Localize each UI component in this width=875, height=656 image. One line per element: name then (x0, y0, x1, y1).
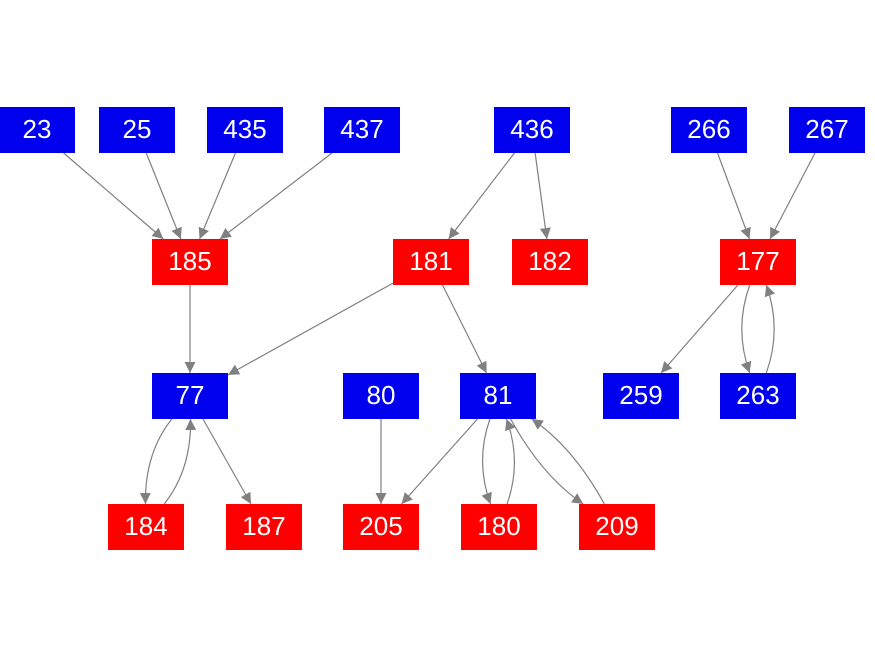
node-181: 181 (393, 239, 469, 285)
node-box-267 (789, 107, 865, 153)
node-box-436 (494, 107, 570, 153)
node-182: 182 (512, 239, 588, 285)
node-187: 187 (226, 504, 302, 550)
node-437: 437 (324, 107, 400, 153)
node-box-181 (393, 239, 469, 285)
node-box-81 (460, 373, 536, 419)
node-label-177: 177 (736, 246, 779, 276)
node-label-267: 267 (805, 114, 848, 144)
node-box-185 (152, 239, 228, 285)
node-label-81: 81 (484, 380, 513, 410)
node-label-77: 77 (176, 380, 205, 410)
edge-180-to-81 (505, 418, 516, 505)
node-box-266 (671, 107, 747, 153)
node-label-185: 185 (168, 246, 211, 276)
edge-23-to-185 (63, 152, 164, 240)
node-266: 266 (671, 107, 747, 153)
node-label-184: 184 (124, 511, 167, 541)
node-box-205 (343, 504, 419, 550)
node-box-435 (207, 107, 283, 153)
node-label-266: 266 (687, 114, 730, 144)
nodes-layer: 23 25 435 437 436 266 267 185 181 182 177 77 80 81 259… (0, 107, 865, 550)
node-box-187 (226, 504, 302, 550)
edge-177-to-259 (660, 284, 739, 374)
edge-181-to-81 (441, 284, 488, 374)
node-box-23 (0, 107, 75, 153)
node-label-187: 187 (242, 511, 285, 541)
node-box-182 (512, 239, 588, 285)
edges-layer (63, 152, 816, 505)
edge-267-to-177 (769, 152, 816, 240)
edge-266-to-177 (716, 152, 751, 240)
node-205: 205 (343, 504, 419, 550)
node-25: 25 (99, 107, 175, 153)
edge-181-to-77 (227, 282, 394, 376)
node-177: 177 (720, 239, 796, 285)
edge-209-to-81 (531, 418, 605, 505)
node-box-180 (461, 504, 537, 550)
node-81: 81 (460, 373, 536, 419)
node-23: 23 (0, 107, 75, 153)
node-267: 267 (789, 107, 865, 153)
edge-436-to-181 (448, 152, 515, 240)
node-box-177 (720, 239, 796, 285)
node-label-180: 180 (477, 511, 520, 541)
node-80: 80 (343, 373, 419, 419)
edge-263-to-177 (764, 284, 776, 374)
node-box-184 (108, 504, 184, 550)
node-label-182: 182 (528, 246, 571, 276)
node-box-25 (99, 107, 175, 153)
node-box-77 (152, 373, 228, 419)
edge-81-to-180 (481, 418, 492, 505)
edge-436-to-182 (534, 152, 551, 240)
node-box-80 (343, 373, 419, 419)
edge-184-to-77 (163, 418, 197, 505)
node-label-205: 205 (359, 511, 402, 541)
edge-81-to-209 (510, 418, 584, 505)
node-435: 435 (207, 107, 283, 153)
node-185: 185 (152, 239, 228, 285)
node-209: 209 (579, 504, 655, 550)
node-label-181: 181 (409, 246, 452, 276)
node-label-437: 437 (340, 114, 383, 144)
node-box-437 (324, 107, 400, 153)
edge-77-to-184 (139, 418, 173, 505)
edge-81-to-205 (401, 418, 478, 505)
node-box-259 (603, 373, 679, 419)
edge-177-to-263 (740, 284, 752, 374)
node-box-209 (579, 504, 655, 550)
node-436: 436 (494, 107, 570, 153)
node-label-259: 259 (619, 380, 662, 410)
edge-435-to-185 (198, 152, 236, 240)
edge-77-to-187 (202, 418, 252, 505)
node-263: 263 (720, 373, 796, 419)
node-label-209: 209 (595, 511, 638, 541)
node-label-25: 25 (123, 114, 152, 144)
node-label-436: 436 (510, 114, 553, 144)
node-77: 77 (152, 373, 228, 419)
node-label-23: 23 (23, 114, 52, 144)
node-label-80: 80 (367, 380, 396, 410)
node-184: 184 (108, 504, 184, 550)
node-label-435: 435 (223, 114, 266, 144)
edge-437-to-185 (219, 152, 333, 240)
node-label-263: 263 (736, 380, 779, 410)
node-180: 180 (461, 504, 537, 550)
node-259: 259 (603, 373, 679, 419)
edge-25-to-185 (145, 152, 182, 240)
node-box-263 (720, 373, 796, 419)
